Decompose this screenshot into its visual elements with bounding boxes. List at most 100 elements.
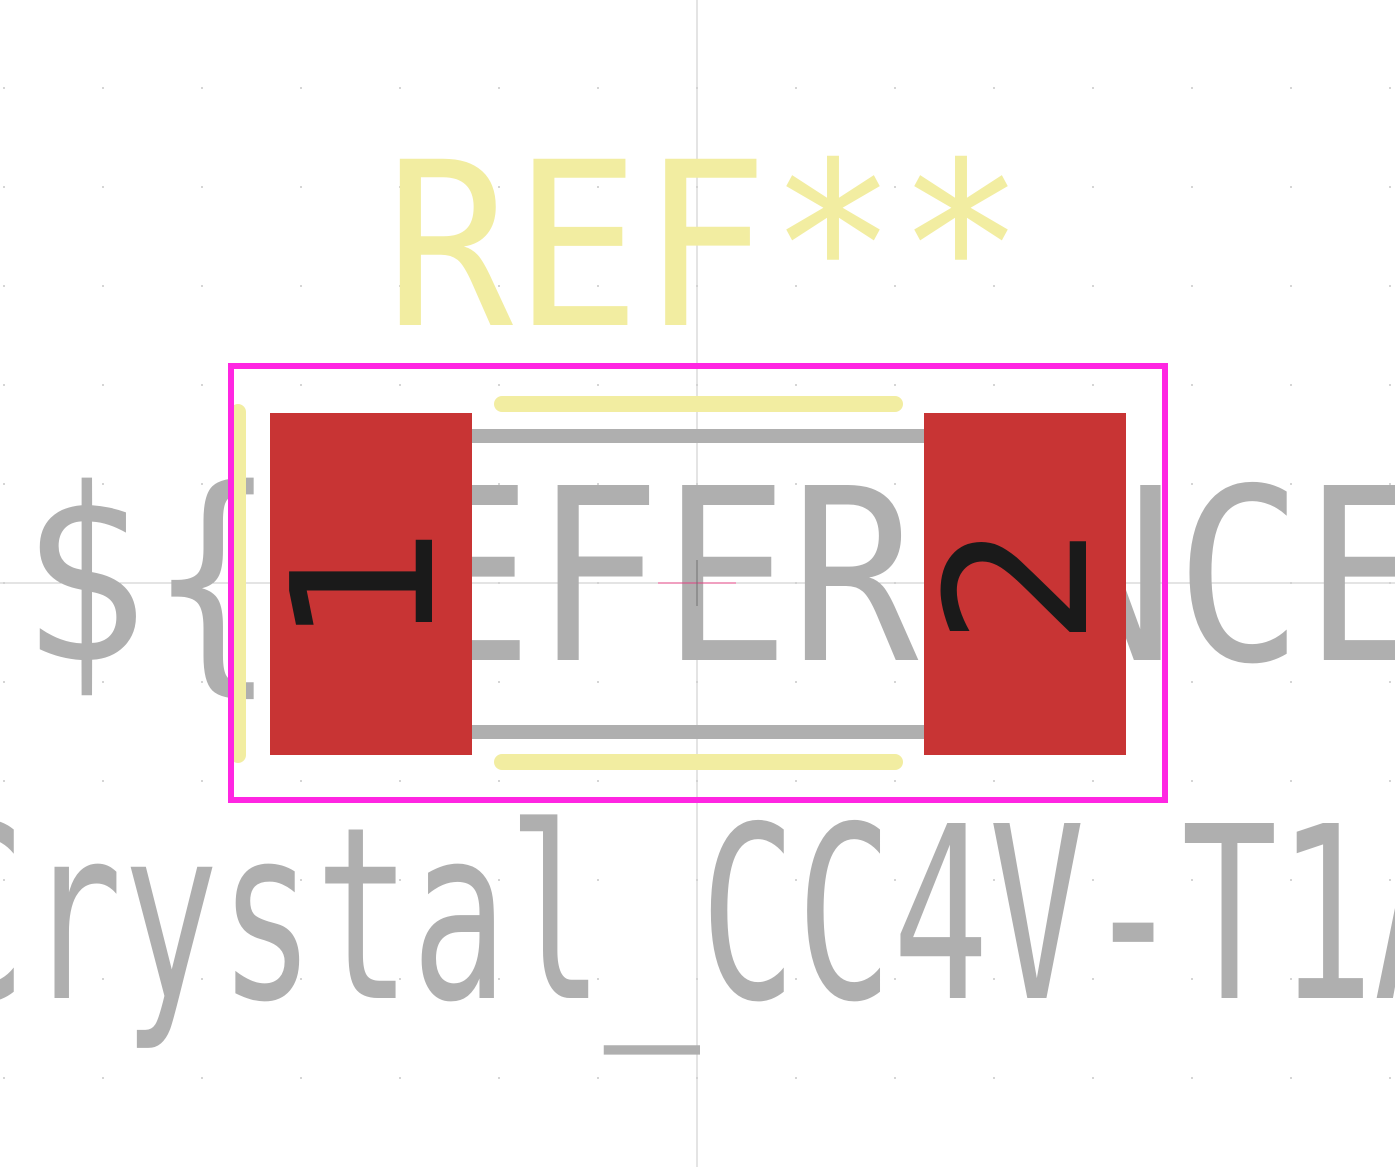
grid-dot	[201, 879, 203, 881]
grid-dot	[3, 483, 5, 485]
grid-dot	[993, 780, 995, 782]
grid-dot	[1290, 384, 1292, 386]
grid-dot	[300, 978, 302, 980]
grid-dot	[1389, 87, 1391, 89]
grid-dot	[993, 186, 995, 188]
grid-dot	[795, 978, 797, 980]
grid-dot	[1092, 186, 1094, 188]
grid-dot	[1191, 186, 1193, 188]
grid-dot	[597, 978, 599, 980]
grid-dot	[597, 681, 599, 683]
grid-dot	[300, 186, 302, 188]
grid-dot	[498, 384, 500, 386]
grid-dot	[1191, 87, 1193, 89]
courtyard-outline[interactable]	[228, 363, 1168, 803]
grid-dot	[300, 87, 302, 89]
grid-dot	[201, 681, 203, 683]
grid-dot	[3, 681, 5, 683]
grid-dot	[1389, 1077, 1391, 1079]
grid-dot	[1092, 285, 1094, 287]
grid-dot	[1389, 483, 1391, 485]
grid-dot	[1389, 384, 1391, 386]
grid-dot	[894, 681, 896, 683]
grid-dot	[1290, 978, 1292, 980]
grid-dot	[300, 879, 302, 881]
grid-dot	[1389, 879, 1391, 881]
grid-dot	[894, 978, 896, 980]
grid-dot	[3, 879, 5, 881]
grid-dot	[498, 285, 500, 287]
grid-dot	[993, 285, 995, 287]
grid-dot	[1290, 681, 1292, 683]
grid-dot	[1290, 285, 1292, 287]
grid-dot	[1389, 978, 1391, 980]
grid-dot	[1290, 879, 1292, 881]
grid-dot	[795, 879, 797, 881]
grid-dot	[894, 384, 896, 386]
pad-1-number: 1	[251, 522, 479, 647]
grid-dot	[201, 384, 203, 386]
grid-dot	[201, 285, 203, 287]
grid-dot	[102, 681, 104, 683]
grid-dot	[498, 87, 500, 89]
grid-dot	[894, 1077, 896, 1079]
grid-dot	[1092, 978, 1094, 980]
grid-dot	[993, 879, 995, 881]
grid-dot	[894, 483, 896, 485]
grid-dot	[498, 186, 500, 188]
grid-dot	[3, 87, 5, 89]
grid-dot	[1191, 681, 1193, 683]
grid-dot	[795, 1077, 797, 1079]
grid-dot	[201, 87, 203, 89]
pad-1[interactable]: 1	[251, 413, 479, 755]
grid-dot	[1389, 285, 1391, 287]
grid-dot	[399, 879, 401, 881]
grid-dot	[399, 780, 401, 782]
grid-dot	[993, 384, 995, 386]
grid-dot	[1389, 681, 1391, 683]
reference-text[interactable]: REF**	[385, 113, 1025, 379]
grid-dot	[1092, 780, 1094, 782]
grid-dot	[1389, 780, 1391, 782]
grid-dot	[3, 978, 5, 980]
pad-2[interactable]: 2	[905, 413, 1133, 755]
grid-dot	[3, 285, 5, 287]
value-text[interactable]: Crystal_CC4V-T1A	[0, 775, 1395, 1055]
grid-dot	[102, 483, 104, 485]
grid-dot	[3, 780, 5, 782]
grid-dot	[993, 1077, 995, 1079]
grid-dot	[993, 87, 995, 89]
grid-dot	[597, 879, 599, 881]
grid-dot	[795, 483, 797, 485]
grid-dot	[102, 978, 104, 980]
grid-dot	[795, 384, 797, 386]
grid-dot	[597, 87, 599, 89]
grid-dot	[1290, 1077, 1292, 1079]
grid-dot	[993, 978, 995, 980]
grid-dot	[597, 186, 599, 188]
grid-dot	[1191, 285, 1193, 287]
pad-1-copper[interactable]	[270, 413, 472, 755]
grid-dot	[1191, 483, 1193, 485]
grid-dot	[399, 87, 401, 89]
grid-dot	[300, 1077, 302, 1079]
grid-dot	[1290, 186, 1292, 188]
grid-dot	[498, 879, 500, 881]
grid-dot	[102, 186, 104, 188]
grid-dot	[201, 1077, 203, 1079]
grid-dot	[597, 483, 599, 485]
fab-reference-text[interactable]: ${REFERENCE}	[20, 437, 1395, 717]
pad-2-copper[interactable]	[924, 413, 1126, 755]
grid-dot	[201, 186, 203, 188]
grid-dot	[1290, 87, 1292, 89]
grid-dot	[102, 384, 104, 386]
grid-dot	[300, 780, 302, 782]
grid-dot	[300, 285, 302, 287]
grid-dot	[102, 879, 104, 881]
grid-dot	[795, 285, 797, 287]
grid-dot	[1191, 384, 1193, 386]
grid-dot	[3, 1077, 5, 1079]
grid-dot	[498, 780, 500, 782]
